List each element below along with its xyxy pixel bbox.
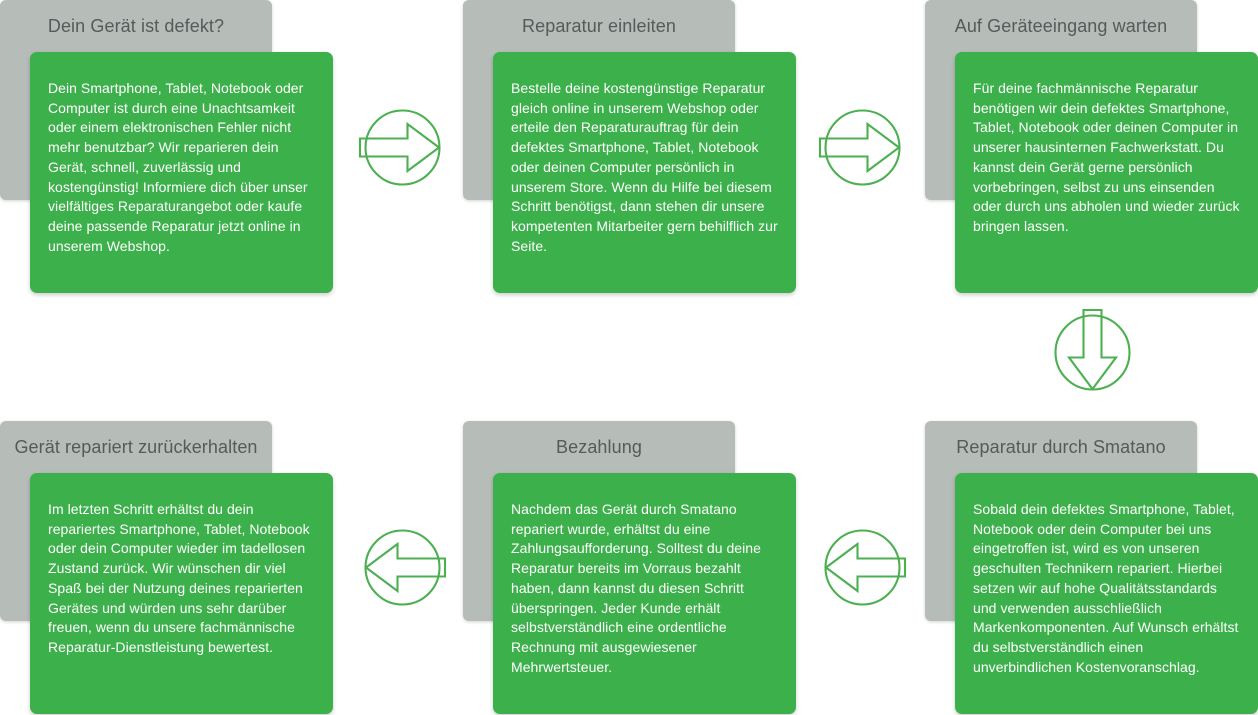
arrow-left-icon: [355, 520, 450, 615]
arrow-left-icon: [815, 520, 910, 615]
step-4-body: Im letzten Schritt erhältst du dein repa…: [30, 473, 333, 714]
step-card-3: Auf Geräteeingang warten Für deine fachm…: [925, 0, 1258, 293]
step-card-4: Gerät repariert zurückerhalten Im letzte…: [0, 421, 333, 714]
step-3-title: Auf Geräteeingang warten: [954, 16, 1168, 36]
step-card-6: Reparatur durch Smatano Sobald dein defe…: [925, 421, 1258, 714]
step-card-5: Bezahlung Nachdem das Gerät durch Smatan…: [463, 421, 796, 714]
step-1-body: Dein Smartphone, Tablet, Notebook oder C…: [30, 52, 333, 293]
step-card-1: Dein Gerät ist defekt? Dein Smartphone, …: [0, 0, 333, 293]
arrow-right-icon: [355, 100, 450, 195]
step-6-text: Sobald dein defektes Smartphone, Tablet,…: [973, 501, 1239, 675]
step-4-title: Gerät repariert zurückerhalten: [14, 437, 258, 457]
step-5-body: Nachdem das Gerät durch Smatano reparier…: [493, 473, 796, 714]
step-2-body: Bestelle deine kostengünstige Reparatur …: [493, 52, 796, 293]
step-2-text: Bestelle deine kostengünstige Reparatur …: [511, 80, 778, 254]
step-6-body: Sobald dein defektes Smartphone, Tablet,…: [955, 473, 1258, 714]
step-2-title: Reparatur einleiten: [522, 16, 676, 36]
step-3-text: Für deine fachmännische Reparatur benöti…: [973, 80, 1240, 234]
arrow-right-icon: [815, 100, 910, 195]
step-1-text: Dein Smartphone, Tablet, Notebook oder C…: [48, 80, 308, 254]
step-1-title: Dein Gerät ist defekt?: [47, 16, 225, 36]
step-4-text: Im letzten Schritt erhältst du dein repa…: [48, 501, 310, 655]
step-5-title: Bezahlung: [556, 437, 642, 457]
step-3-body: Für deine fachmännische Reparatur benöti…: [955, 52, 1258, 293]
step-5-text: Nachdem das Gerät durch Smatano reparier…: [511, 501, 761, 675]
step-6-title: Reparatur durch Smatano: [956, 437, 1166, 457]
step-card-2: Reparatur einleiten Bestelle deine koste…: [463, 0, 796, 293]
arrow-down-icon: [1045, 305, 1140, 400]
